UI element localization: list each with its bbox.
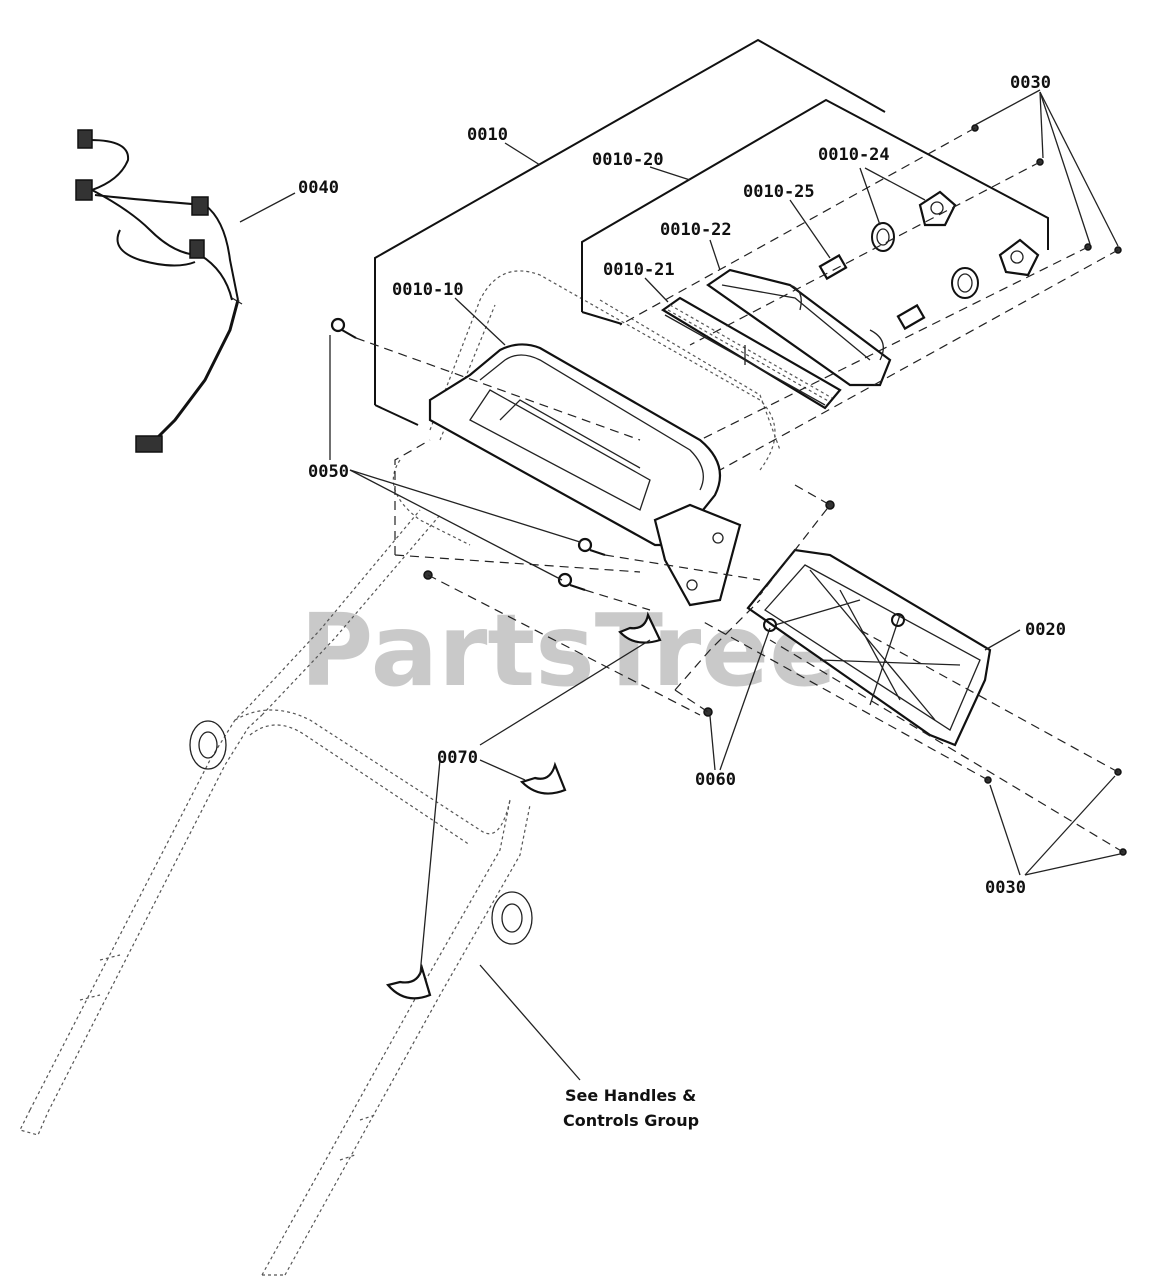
filter-element	[660, 296, 842, 410]
retainer-knob-2	[998, 238, 1040, 277]
connector-4	[189, 239, 205, 259]
callout-0010-21: 0010-21	[603, 260, 675, 280]
retainer-knob-1	[918, 190, 957, 227]
callout-0070: 0070	[437, 748, 478, 768]
callout-0010-25: 0010-25	[743, 182, 815, 202]
screw-0050-c	[557, 572, 586, 591]
grommet-2	[951, 267, 979, 299]
callout-labels: 0010 0010-20 0010-24 0010-25 0010-22 001…	[298, 73, 1066, 898]
stud-1	[818, 253, 848, 281]
lower-housing	[746, 548, 992, 747]
assembly-bracket-0010-20	[581, 98, 1049, 325]
callout-0030-bottom: 0030	[985, 878, 1026, 898]
screw-0050-a	[330, 317, 357, 339]
reference-note: See Handles & Controls Group	[563, 1086, 699, 1130]
clip-1	[618, 611, 662, 644]
clip-3	[386, 963, 432, 1000]
callout-0020: 0020	[1025, 620, 1066, 640]
handle-knob-lower	[491, 891, 533, 945]
handle-frame	[19, 270, 781, 1276]
callout-0010: 0010	[467, 125, 508, 145]
note-line-2: Controls Group	[563, 1111, 699, 1130]
grommet-1	[871, 222, 895, 252]
callout-0050: 0050	[308, 462, 349, 482]
callout-0010-10: 0010-10	[392, 280, 464, 300]
watermark-text: PartsTree	[300, 592, 837, 709]
connector-1	[77, 129, 93, 149]
screw-0050-b	[577, 537, 606, 556]
connector-2	[75, 179, 93, 201]
callout-0030-top: 0030	[1010, 73, 1051, 93]
connector-plug	[135, 435, 163, 453]
note-line-1: See Handles &	[565, 1086, 696, 1105]
outer-cover	[428, 343, 742, 607]
callout-0010-22: 0010-22	[660, 220, 732, 240]
assembly-bracket-0010	[374, 38, 886, 426]
callout-0010-20: 0010-20	[592, 150, 664, 170]
assembly-lines	[355, 127, 1124, 853]
stud-2	[896, 303, 926, 331]
leader-lines	[239, 89, 1121, 1081]
clip-2	[519, 761, 567, 795]
connector-3	[191, 196, 209, 216]
callout-0040: 0040	[298, 178, 339, 198]
filter-frame	[706, 268, 892, 387]
callout-0010-24: 0010-24	[818, 145, 890, 165]
handle-knob-upper	[189, 720, 227, 770]
callout-0060: 0060	[695, 770, 736, 790]
wiring-harness	[75, 129, 243, 453]
